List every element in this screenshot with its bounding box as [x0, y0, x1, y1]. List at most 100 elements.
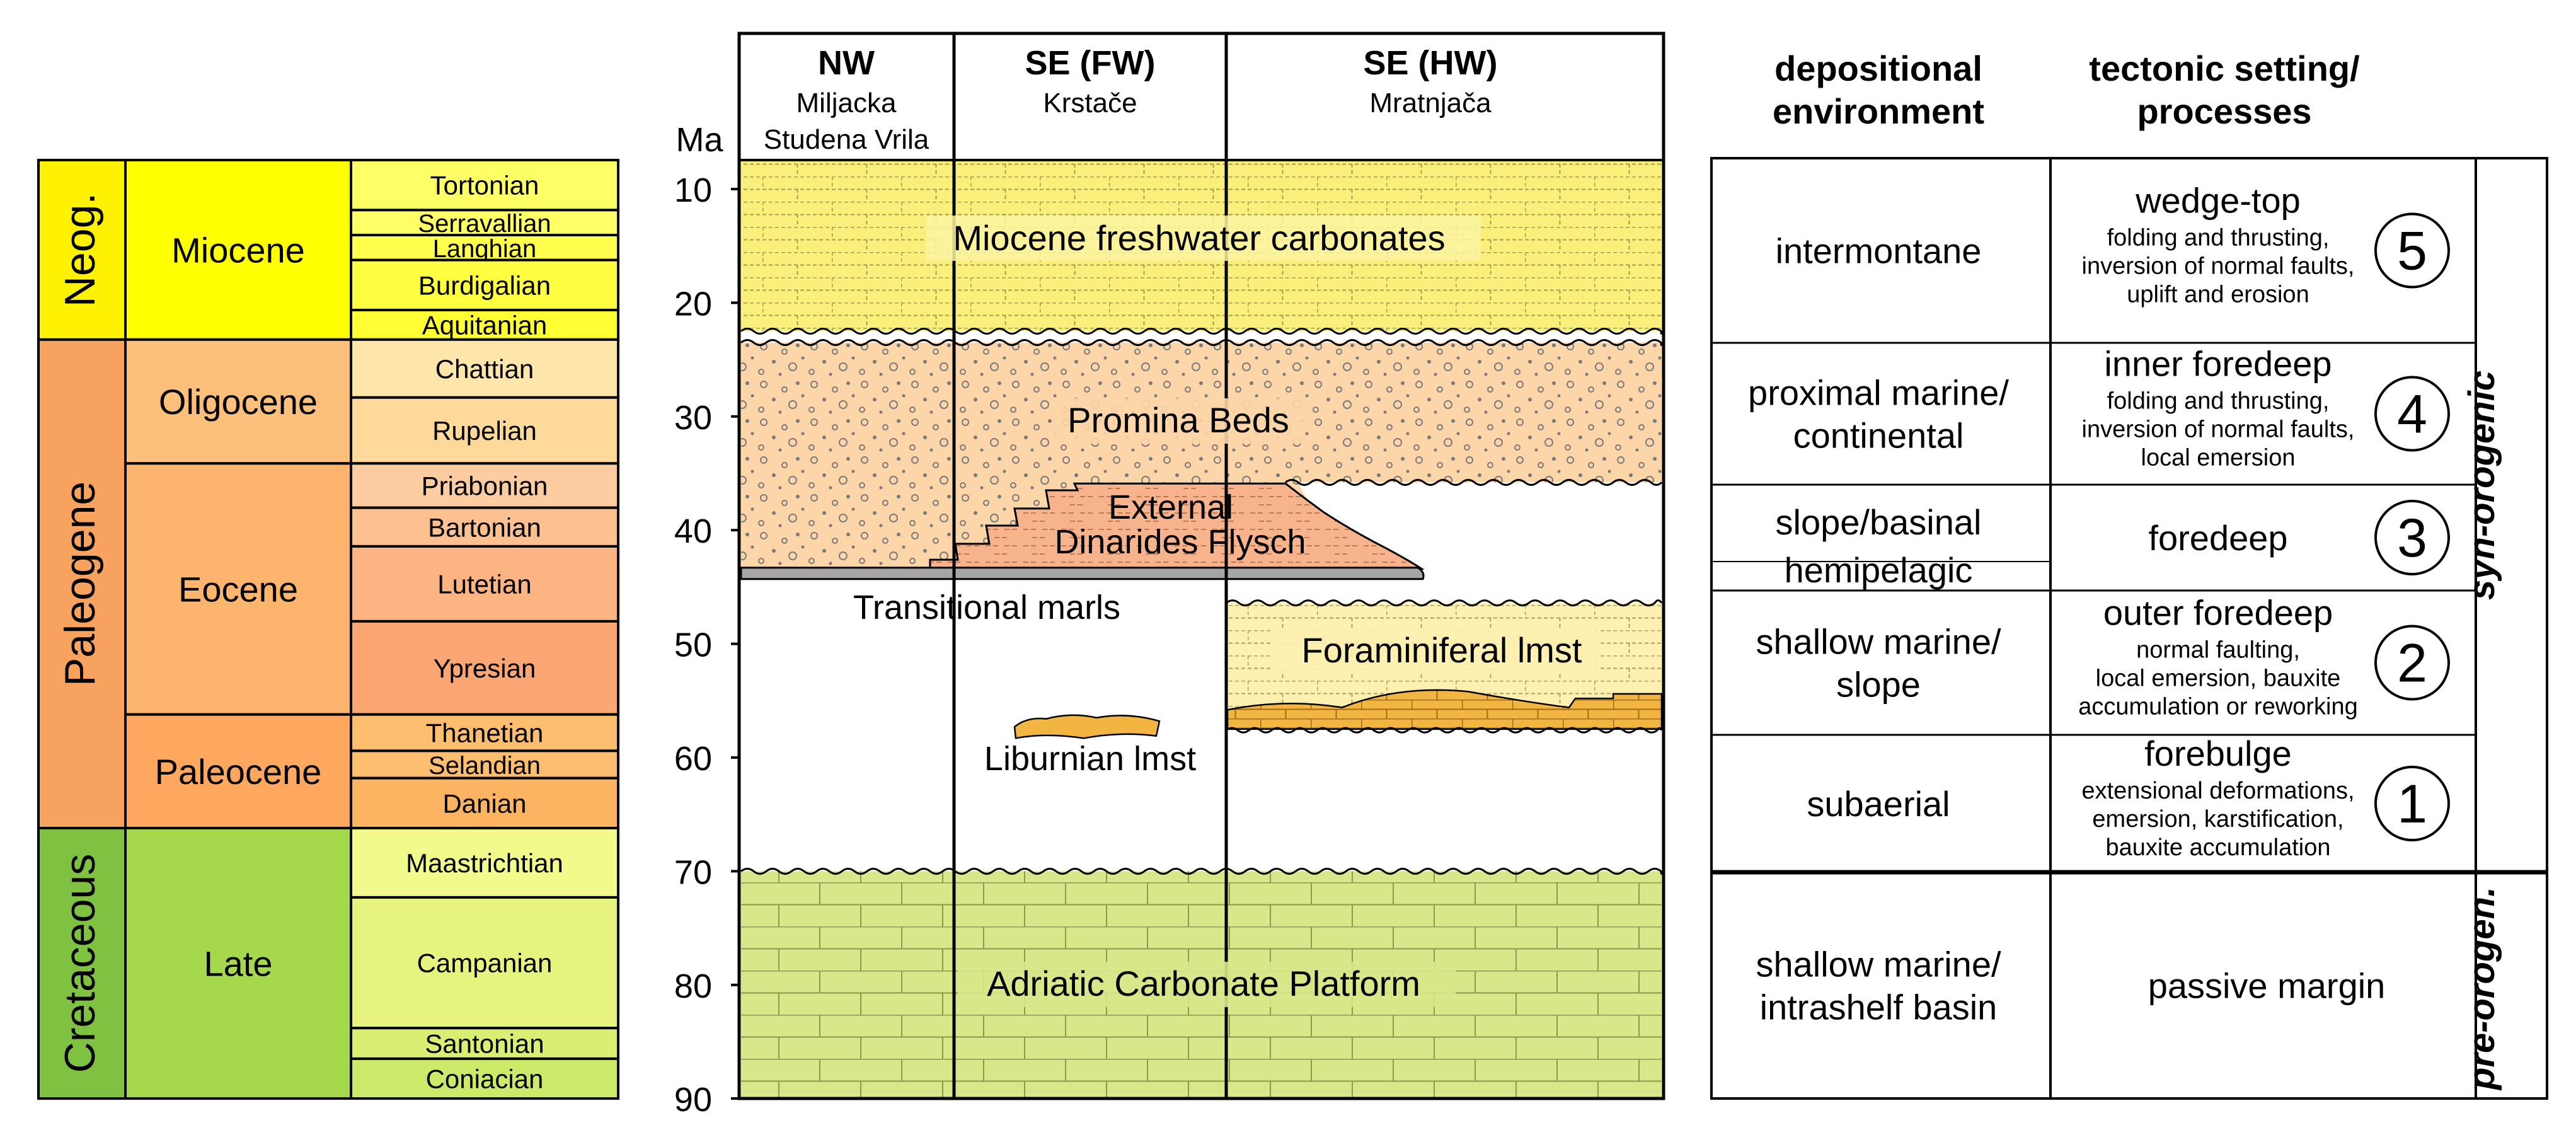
- flysch-label-line-1: External: [1108, 488, 1233, 526]
- tectonic-setting-title: foredeep: [2148, 518, 2287, 558]
- tectonic-process-text: folding and thrusting,: [2107, 225, 2330, 251]
- phase-number-badge: [2374, 625, 2450, 701]
- liburnian-limestone-lens: [1013, 714, 1161, 739]
- stage-cell: [350, 338, 619, 399]
- syn-orogenic-label: syn-orogenic: [2461, 371, 2502, 600]
- stage-label: Aquitanian: [422, 310, 548, 340]
- tectonic-table-body: intermontane wedge-top folding and thrusti…: [1710, 157, 2548, 1100]
- axis-tick-label: 90: [674, 1081, 712, 1119]
- stage-label: Rupelian: [432, 416, 537, 446]
- promina-beds-layer: [741, 342, 1662, 576]
- unconformity-line: [740, 339, 1663, 347]
- unconformity-line: [740, 328, 1663, 335]
- stage-label: Santonian: [425, 1029, 544, 1059]
- stage-label: Serravallian: [418, 210, 551, 238]
- tectonic-setting-title: wedge-top: [2135, 181, 2301, 221]
- tectonic-header-line-2: processes: [2137, 91, 2311, 131]
- nw-column-location-1: Miljacka: [796, 88, 897, 118]
- stage-cell: [350, 713, 619, 752]
- environment-text: slope/basinal: [1776, 502, 1982, 542]
- epoch-label: Eocene: [178, 570, 298, 609]
- miocene-carbonates-label: Miocene freshwater carbonates: [953, 218, 1445, 258]
- geologic-timescale: Neog.PaleogeneCretaceousMioceneOligocene…: [37, 159, 619, 1100]
- stage-cell: [350, 776, 619, 829]
- environment-text: subaerial: [1807, 784, 1950, 824]
- tectonic-process-text: local emersion: [2141, 445, 2296, 471]
- environment-text: intermontane: [1776, 231, 1982, 271]
- tectonic-setting-title: forebulge: [2144, 734, 2292, 773]
- stage-label: Tortonian: [430, 171, 539, 200]
- axis-tick-label: 60: [674, 740, 712, 778]
- stage-label: Lutetian: [437, 569, 531, 599]
- tectonic-setting-title: passive margin: [2148, 966, 2386, 1006]
- phase-number-badge: [2374, 212, 2450, 289]
- se-hw-column-title: SE (HW): [1364, 44, 1498, 82]
- column-frame: [737, 32, 1665, 1100]
- axis-tick-label: 70: [674, 853, 712, 891]
- phase-number: 1: [2397, 774, 2427, 834]
- transitional-marls-label: Transitional marls: [853, 589, 1120, 626]
- table-frame: [1710, 157, 2548, 1100]
- stage-label: Thanetian: [426, 718, 544, 748]
- stage-label: Campanian: [417, 948, 553, 978]
- environment-text: shallow marine/: [1756, 622, 2001, 662]
- stage-label: Priabonian: [422, 471, 548, 500]
- adriatic-platform-label: Adriatic Carbonate Platform: [987, 964, 1420, 1003]
- se-fw-column-title: SE (FW): [1025, 44, 1156, 82]
- era-label: Cretaceous: [56, 854, 104, 1073]
- stage-cell: [350, 620, 619, 716]
- stage-label: Burdigalian: [418, 270, 551, 300]
- flysch-label-line-2: Dinarides Flysch: [1054, 523, 1306, 561]
- axis-tick-label: 30: [674, 399, 712, 437]
- flysch-base-layer: [740, 567, 1425, 580]
- unconformity-line: [740, 867, 1663, 875]
- table-row: shallow marine/intrashelf basin passive m…: [1756, 945, 2385, 1027]
- phase-number: 4: [2397, 384, 2427, 445]
- tectonic-process-text: folding and thrusting,: [2107, 388, 2330, 415]
- era-cell: [37, 338, 127, 829]
- epoch-label: Miocene: [171, 230, 305, 270]
- tectonic-process-text: uplift and erosion: [2127, 282, 2309, 308]
- epoch-label: Late: [204, 943, 273, 983]
- phase-number-badge: [2374, 500, 2450, 575]
- stage-cell: [350, 545, 619, 623]
- stage-cell: [350, 1057, 619, 1100]
- stage-cell: [350, 506, 619, 548]
- epoch-label: Oligocene: [159, 382, 318, 422]
- axis-unit-label: Ma: [676, 121, 723, 159]
- stage-cell: [350, 896, 619, 1030]
- tectonic-process-text: inversion of normal faults,: [2082, 417, 2355, 443]
- tectonic-table: depositional environment tectonic settin…: [1710, 49, 2548, 1100]
- environment-text: intrashelf basin: [1760, 988, 1998, 1027]
- era-label: Neog.: [56, 193, 104, 307]
- epoch-cell: [124, 826, 352, 1100]
- era-cell: [37, 826, 127, 1100]
- axis-tick-label: 50: [674, 626, 712, 664]
- label-backdrop: [926, 216, 1481, 261]
- table-row: intermontane wedge-top folding and thrusti…: [1776, 181, 2450, 308]
- tectonic-setting-title: inner foredeep: [2104, 344, 2332, 384]
- stage-label: Maastrichtian: [406, 848, 563, 878]
- pre-orogenic-label: pre-orogen.: [2461, 887, 2502, 1091]
- epoch-label: Paleocene: [155, 752, 322, 792]
- environment-text: shallow marine/: [1756, 945, 2001, 984]
- axis-tick-label: 80: [674, 967, 712, 1005]
- tectonic-process-text: extensional deformations,: [2081, 778, 2354, 804]
- tectonic-process-text: local emersion, bauxite: [2096, 666, 2341, 692]
- tectonic-process-text: normal faulting,: [2136, 637, 2300, 664]
- stage-cell: [350, 826, 619, 899]
- stage-label: Coniacian: [426, 1064, 544, 1093]
- nw-column-location-2: Studena Vrila: [764, 124, 929, 155]
- axis-tick-label: 10: [674, 171, 712, 209]
- liburnian-limestone-right-layer: [1226, 689, 1663, 730]
- axis-tick-label: 20: [674, 285, 712, 323]
- phase-number-badge: [2374, 766, 2450, 841]
- unconformity-line: [1226, 599, 1663, 607]
- label-backdrop: [958, 962, 1456, 1007]
- epoch-cell: [124, 159, 352, 341]
- stratigraphic-columns: NW Miljacka Studena Vrila SE (FW) Krstač…: [674, 32, 1665, 1119]
- stage-cell: [350, 462, 619, 509]
